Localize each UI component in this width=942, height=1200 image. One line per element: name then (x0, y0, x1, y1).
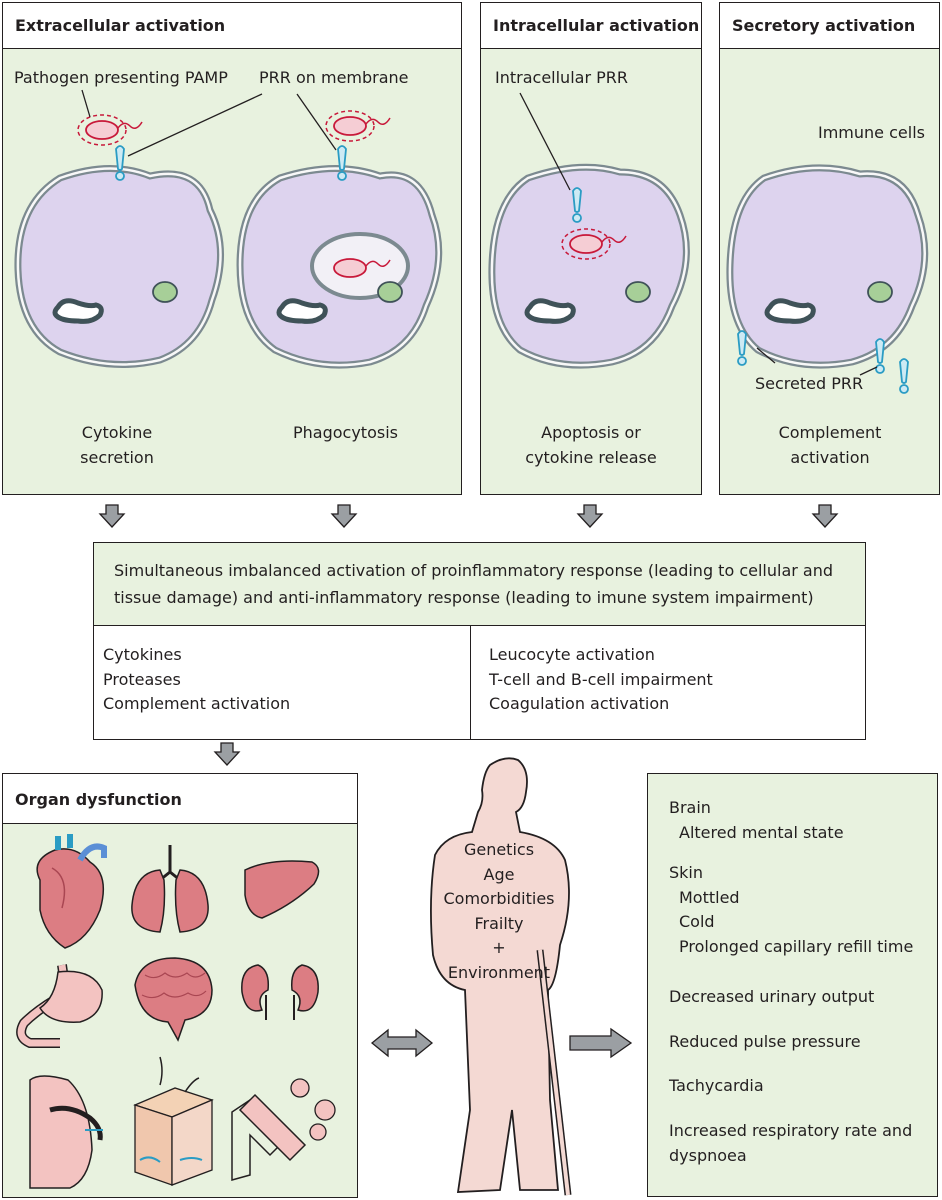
lungs-icon (131, 845, 209, 933)
head-airway-icon (29, 1075, 103, 1189)
blood-vessel-icon (231, 1078, 336, 1181)
organ-title: Organ dysfunction (3, 774, 357, 824)
symptom-brain-heading: Brain (669, 798, 711, 817)
immune-cell-1 (14, 114, 224, 368)
summary-divider (470, 626, 471, 739)
symptom-skin-item: Cold (679, 912, 715, 931)
symptom-respiratory-line-2: dyspnoea (669, 1145, 747, 1165)
list-item: Cytokines (103, 645, 182, 664)
symptom-skin-item: Prolonged capillary refill time (679, 936, 914, 956)
symptom-skin: Skin Mottled Cold Prolonged capillary re… (669, 861, 913, 959)
summary-line-1: Simultaneous imbalanced activation of pr… (114, 561, 834, 580)
symptoms-box: Brain Altered mental state Skin Mottled … (647, 773, 938, 1197)
label-prr-membrane: PRR on membrane (259, 68, 409, 87)
label-intracellular-prr: Intracellular PRR (495, 68, 628, 87)
summary-line-2: tissue damage) and anti-inflammatory res… (114, 588, 814, 607)
outcome-cytokine: Cytokine secretion (62, 420, 172, 470)
leader-lines (81, 89, 878, 376)
outcome-cytokine-line-2: secretion (80, 448, 154, 467)
extracellular-title: Extracellular activation (3, 3, 461, 49)
kidneys-icon (241, 964, 319, 1020)
factor-environment: Environment (447, 962, 551, 982)
outcome-cytokine-line-1: Cytokine (81, 423, 153, 442)
symptom-skin-heading: Skin (669, 863, 704, 882)
label-immune-cells: Immune cells (818, 123, 925, 142)
secretory-title: Secretory activation (720, 3, 939, 49)
list-item: Leucocyte activation (489, 645, 655, 664)
walking-cane-icon (538, 949, 570, 1196)
symptom-pulse: Reduced pulse pressure (669, 1032, 861, 1051)
outcome-apoptosis-line-1: Apoptosis or (541, 423, 641, 442)
outcome-apoptosis: Apoptosis or cytokine release (500, 420, 682, 470)
double-arrow-icon (370, 1028, 434, 1058)
outcome-complement-line-1: Complement (778, 423, 882, 442)
factor-comorbidities: Comorbidities (443, 889, 555, 908)
summary-right-list: Leucocyte activation T-cell and B-cell i… (489, 643, 713, 717)
list-item: Complement activation (103, 694, 291, 713)
list-item: Coagulation activation (489, 694, 670, 713)
symptom-skin-item: Mottled (679, 887, 740, 907)
symptom-respiratory: Increased respiratory rate and dyspnoea (669, 1119, 912, 1168)
summary-box: Simultaneous imbalanced activation of pr… (93, 542, 866, 740)
outcome-complement: Complement activation (740, 420, 920, 470)
symptom-respiratory-line-1: Increased respiratory rate and (669, 1121, 913, 1140)
outcome-complement-line-2: activation (790, 448, 870, 467)
cell-illustrations (14, 89, 929, 394)
symptom-urine: Decreased urinary output (669, 987, 875, 1006)
list-item: Proteases (103, 669, 181, 689)
outcome-phagocytosis: Phagocytosis (293, 423, 398, 442)
factor-frailty: Frailty (474, 913, 524, 933)
factor-plus: + (492, 938, 506, 957)
immune-cell-4 (726, 164, 929, 369)
intracellular-title: Intracellular activation (481, 3, 701, 49)
liver-icon (244, 860, 320, 919)
outcome-apoptosis-line-2: cytokine release (525, 448, 657, 467)
label-secreted-prr: Secreted PRR (755, 374, 864, 393)
label-pathogen: Pathogen presenting PAMP (14, 68, 228, 87)
summary-heading: Simultaneous imbalanced activation of pr… (94, 543, 865, 626)
stomach-icon (16, 964, 103, 1048)
symptom-tachycardia: Tachycardia (669, 1076, 764, 1095)
symptom-brain: Brain Altered mental state (669, 796, 844, 845)
right-arrow-icon (569, 1027, 633, 1059)
symptom-brain-item: Altered mental state (679, 822, 844, 842)
immune-cell-3 (488, 163, 690, 369)
heart-icon (36, 834, 107, 949)
skin-icon (133, 1056, 214, 1186)
brain-icon (134, 957, 213, 1042)
immune-cell-2 (236, 110, 443, 369)
factor-genetics: Genetics (463, 840, 535, 859)
risk-factors: Genetics Age Comorbidities Frailty + Env… (421, 838, 577, 985)
factor-age: Age (483, 864, 515, 884)
summary-left-list: Cytokines Proteases Complement activatio… (103, 643, 290, 717)
list-item: T-cell and B-cell impairment (489, 669, 713, 689)
